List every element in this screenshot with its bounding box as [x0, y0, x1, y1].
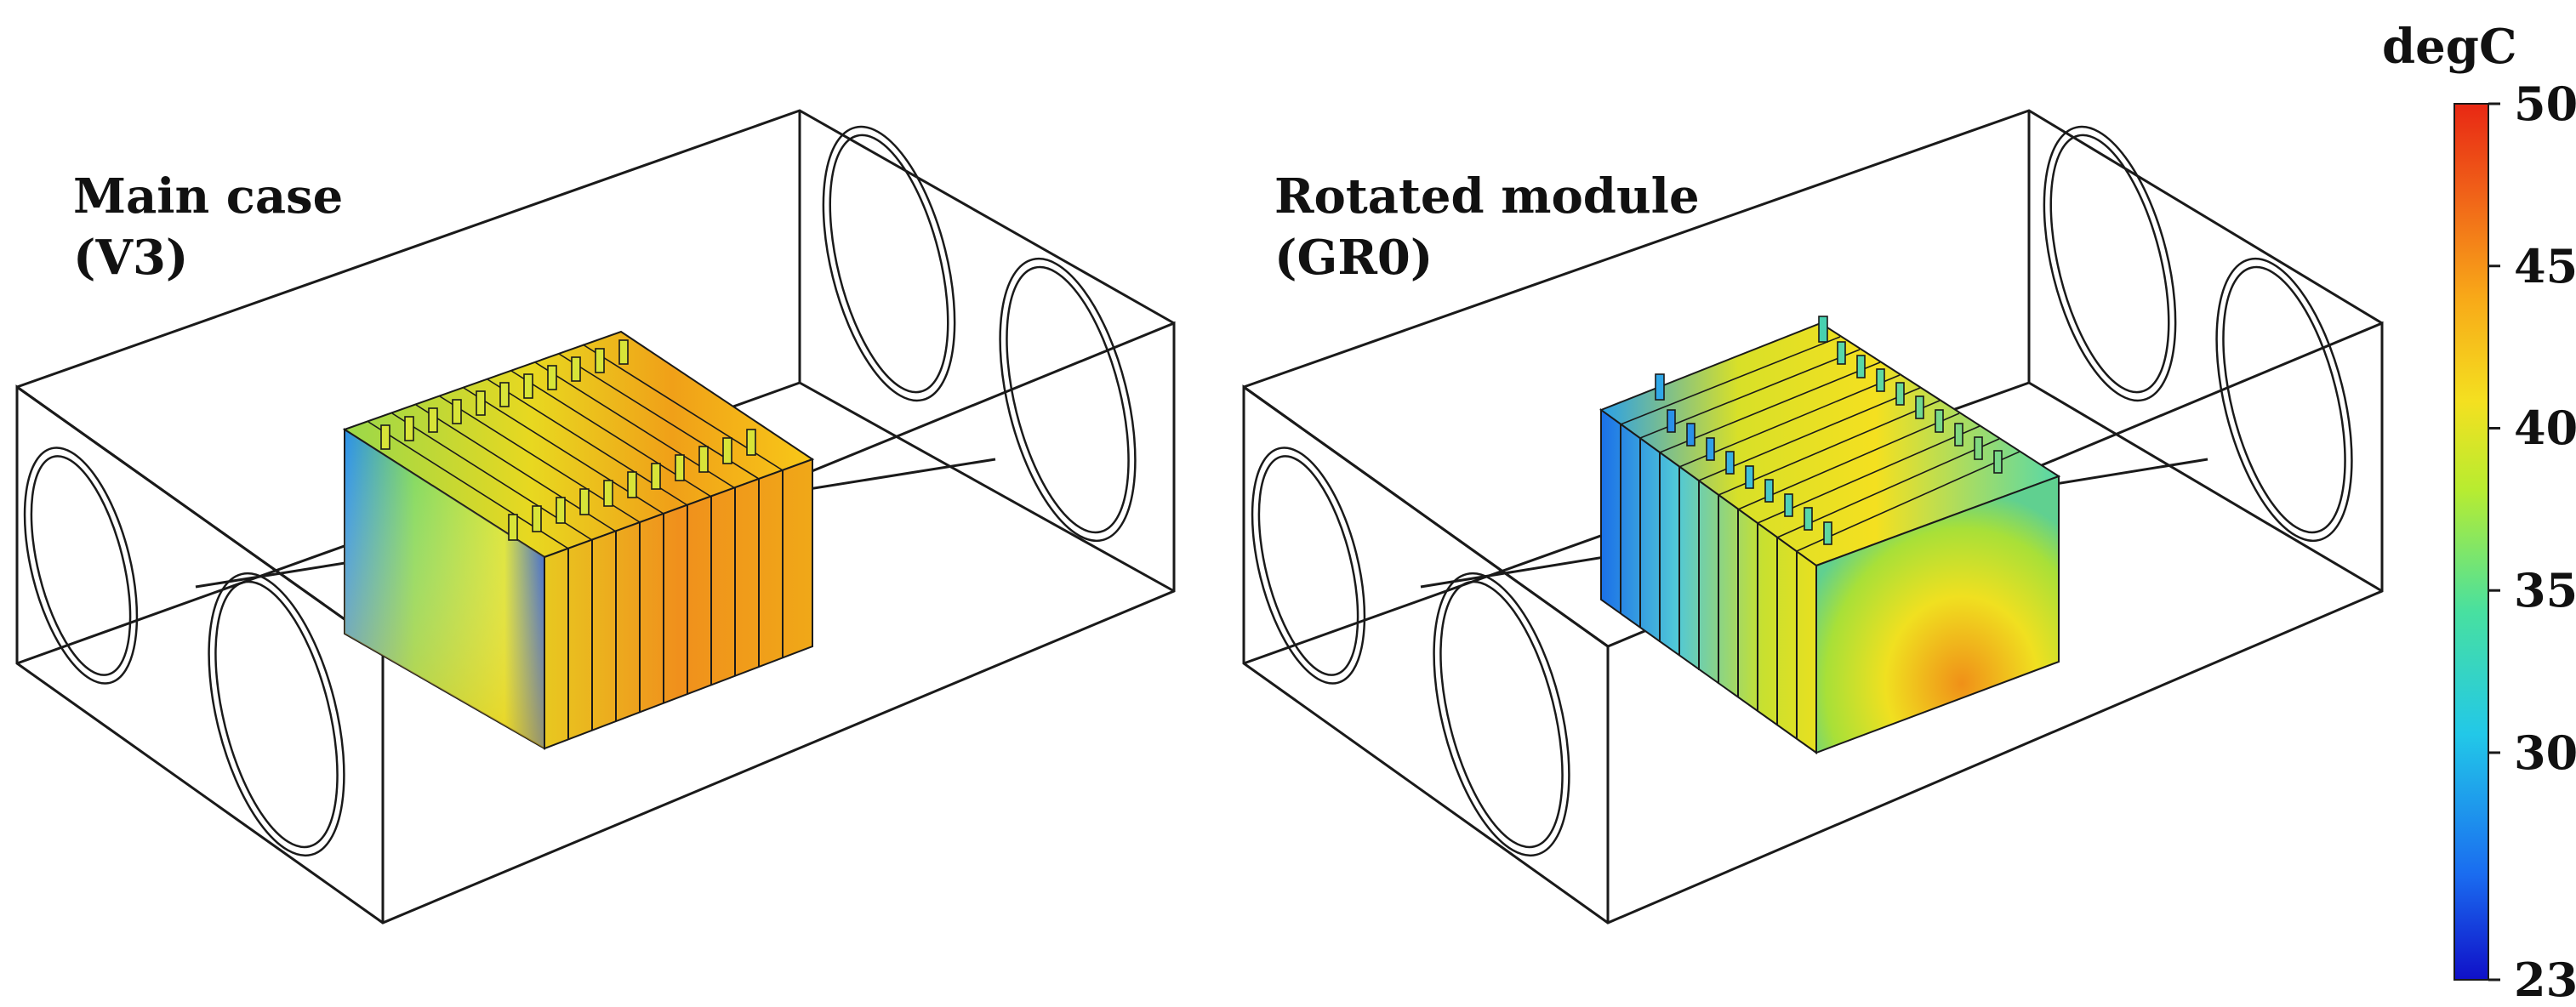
colorbar-tick-label: 45: [2514, 238, 2576, 293]
colorbar-gradient: [2453, 103, 2489, 981]
right-terminals: [1655, 316, 2003, 545]
right-outlet-vents: [2043, 125, 2353, 543]
colorbar-tick-label: 23: [2514, 953, 2576, 1007]
panel-title-left-line1: Main case: [73, 168, 344, 225]
panel-title-left: Main case (V3): [73, 167, 343, 288]
colorbar-tick-label: 35: [2514, 563, 2576, 618]
left-battery-module: [342, 330, 815, 750]
right-battery-module: [1599, 316, 2061, 754]
panel-title-right-line1: Rotated module: [1274, 168, 1700, 225]
panel-title-right-line2: (GR0): [1274, 229, 1433, 286]
right-inlet-vents: [1251, 447, 1570, 857]
panel-title-left-line2: (V3): [73, 229, 189, 286]
left-inlet-vents: [23, 447, 345, 857]
colorbar-tick-label: 50: [2514, 77, 2576, 131]
colorbar-tick-label: 30: [2514, 725, 2576, 780]
left-outlet-vents: [822, 125, 1137, 543]
right-enclosure-wireframe: [1242, 109, 2384, 925]
temperature-colorbar: [2453, 102, 2500, 981]
panel-title-right: Rotated module (GR0): [1274, 167, 1700, 288]
left-terminals: [380, 339, 756, 541]
colorbar-tick-label: 40: [2514, 401, 2576, 456]
colorbar-unit-label: degC: [2382, 19, 2517, 75]
right-panel: [1242, 109, 2384, 925]
